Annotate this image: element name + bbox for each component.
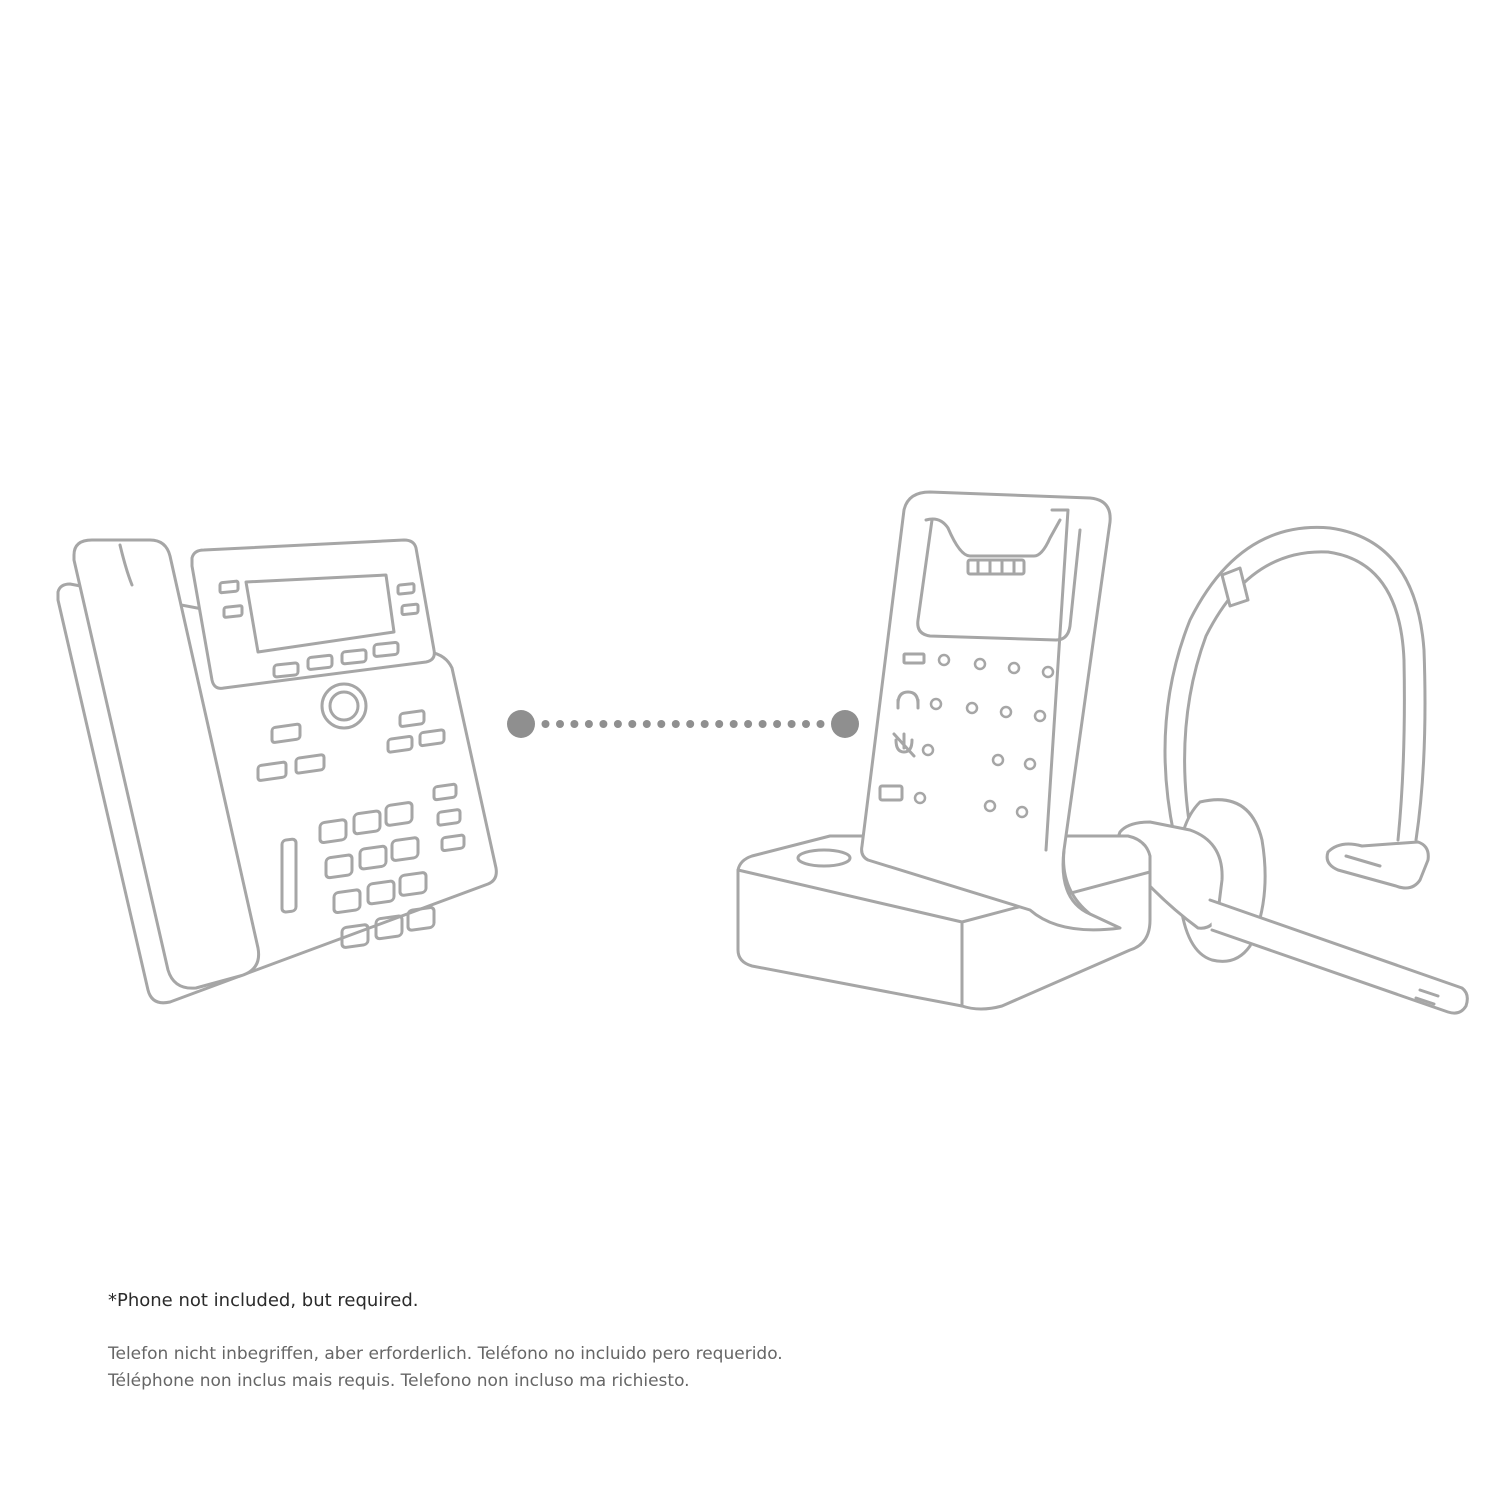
connection-dot <box>744 720 753 728</box>
connection-dot <box>570 720 579 728</box>
base-station-icon <box>736 490 1152 1011</box>
phone-status-icon <box>878 784 904 802</box>
desk-phone-icon <box>56 538 498 1005</box>
connection-dot <box>613 720 622 728</box>
mic-mute-icon <box>892 732 916 758</box>
battery-icon <box>902 652 926 665</box>
connection-dot <box>787 720 796 728</box>
footnote-main: *Phone not included, but required. <box>108 1290 419 1311</box>
connection-dot <box>671 720 680 728</box>
footnote-translation-2: Téléphone non inclus mais requis. Telefo… <box>108 1371 690 1391</box>
connection-dot <box>700 720 709 728</box>
dotted-connection-icon <box>507 710 859 738</box>
headset-icon <box>1116 525 1469 1015</box>
connection-dot <box>715 720 724 728</box>
connection-dot <box>686 720 695 728</box>
connection-dot <box>758 720 767 728</box>
connection-dot <box>642 720 651 728</box>
connection-dot <box>729 720 738 728</box>
connection-endpoint <box>831 710 859 738</box>
connection-dot <box>541 720 550 728</box>
connection-dot <box>773 720 782 728</box>
connection-dot <box>599 720 608 728</box>
connection-dot <box>802 720 810 728</box>
connection-dot <box>584 720 593 728</box>
connection-endpoint <box>507 710 535 738</box>
connection-dot <box>628 720 637 728</box>
connection-dot <box>816 720 825 728</box>
connection-dot <box>556 720 564 728</box>
connection-dot <box>657 720 666 728</box>
headset-status-icon <box>896 690 920 710</box>
footnote-translation-1: Telefon nicht inbegriffen, aber erforder… <box>108 1344 783 1364</box>
